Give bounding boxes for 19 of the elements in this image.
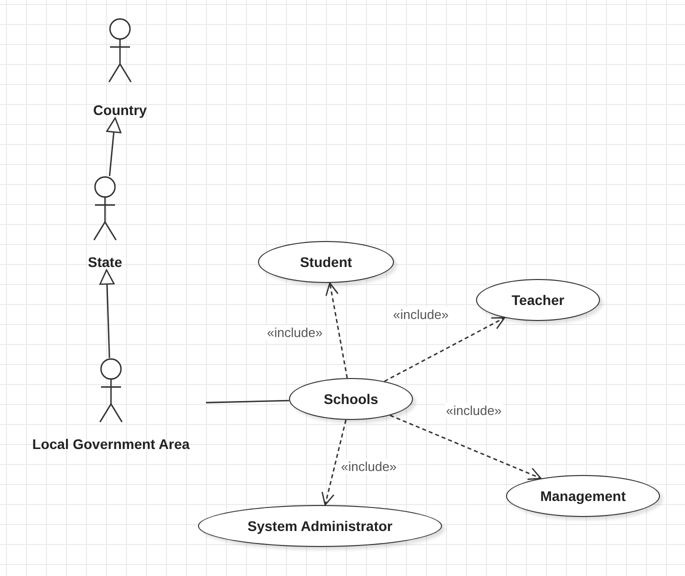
use-case-ellipse: Student bbox=[258, 241, 394, 283]
edge-label: «include» bbox=[445, 403, 503, 418]
edge-label: «include» bbox=[340, 459, 398, 474]
association-line bbox=[206, 400, 290, 404]
use-case-ellipse: System Administrator bbox=[198, 505, 442, 547]
dashed-arrow bbox=[384, 317, 506, 382]
use-case-ellipse: Management bbox=[506, 475, 660, 517]
edge-label: «include» bbox=[392, 307, 450, 322]
dashed-arrow bbox=[390, 414, 542, 480]
actor-label: State bbox=[88, 254, 122, 270]
use-case-ellipse: Schools bbox=[289, 378, 413, 420]
generalization-arrow bbox=[106, 117, 122, 176]
dashed-arrow bbox=[322, 420, 347, 506]
edge-label: «include» bbox=[266, 325, 324, 340]
actor-label: Local Government Area bbox=[32, 436, 190, 452]
use-case-ellipse: Teacher bbox=[476, 279, 600, 321]
actor-label: Country bbox=[93, 102, 147, 118]
generalization-arrow bbox=[99, 269, 115, 358]
dashed-arrow bbox=[325, 282, 348, 378]
